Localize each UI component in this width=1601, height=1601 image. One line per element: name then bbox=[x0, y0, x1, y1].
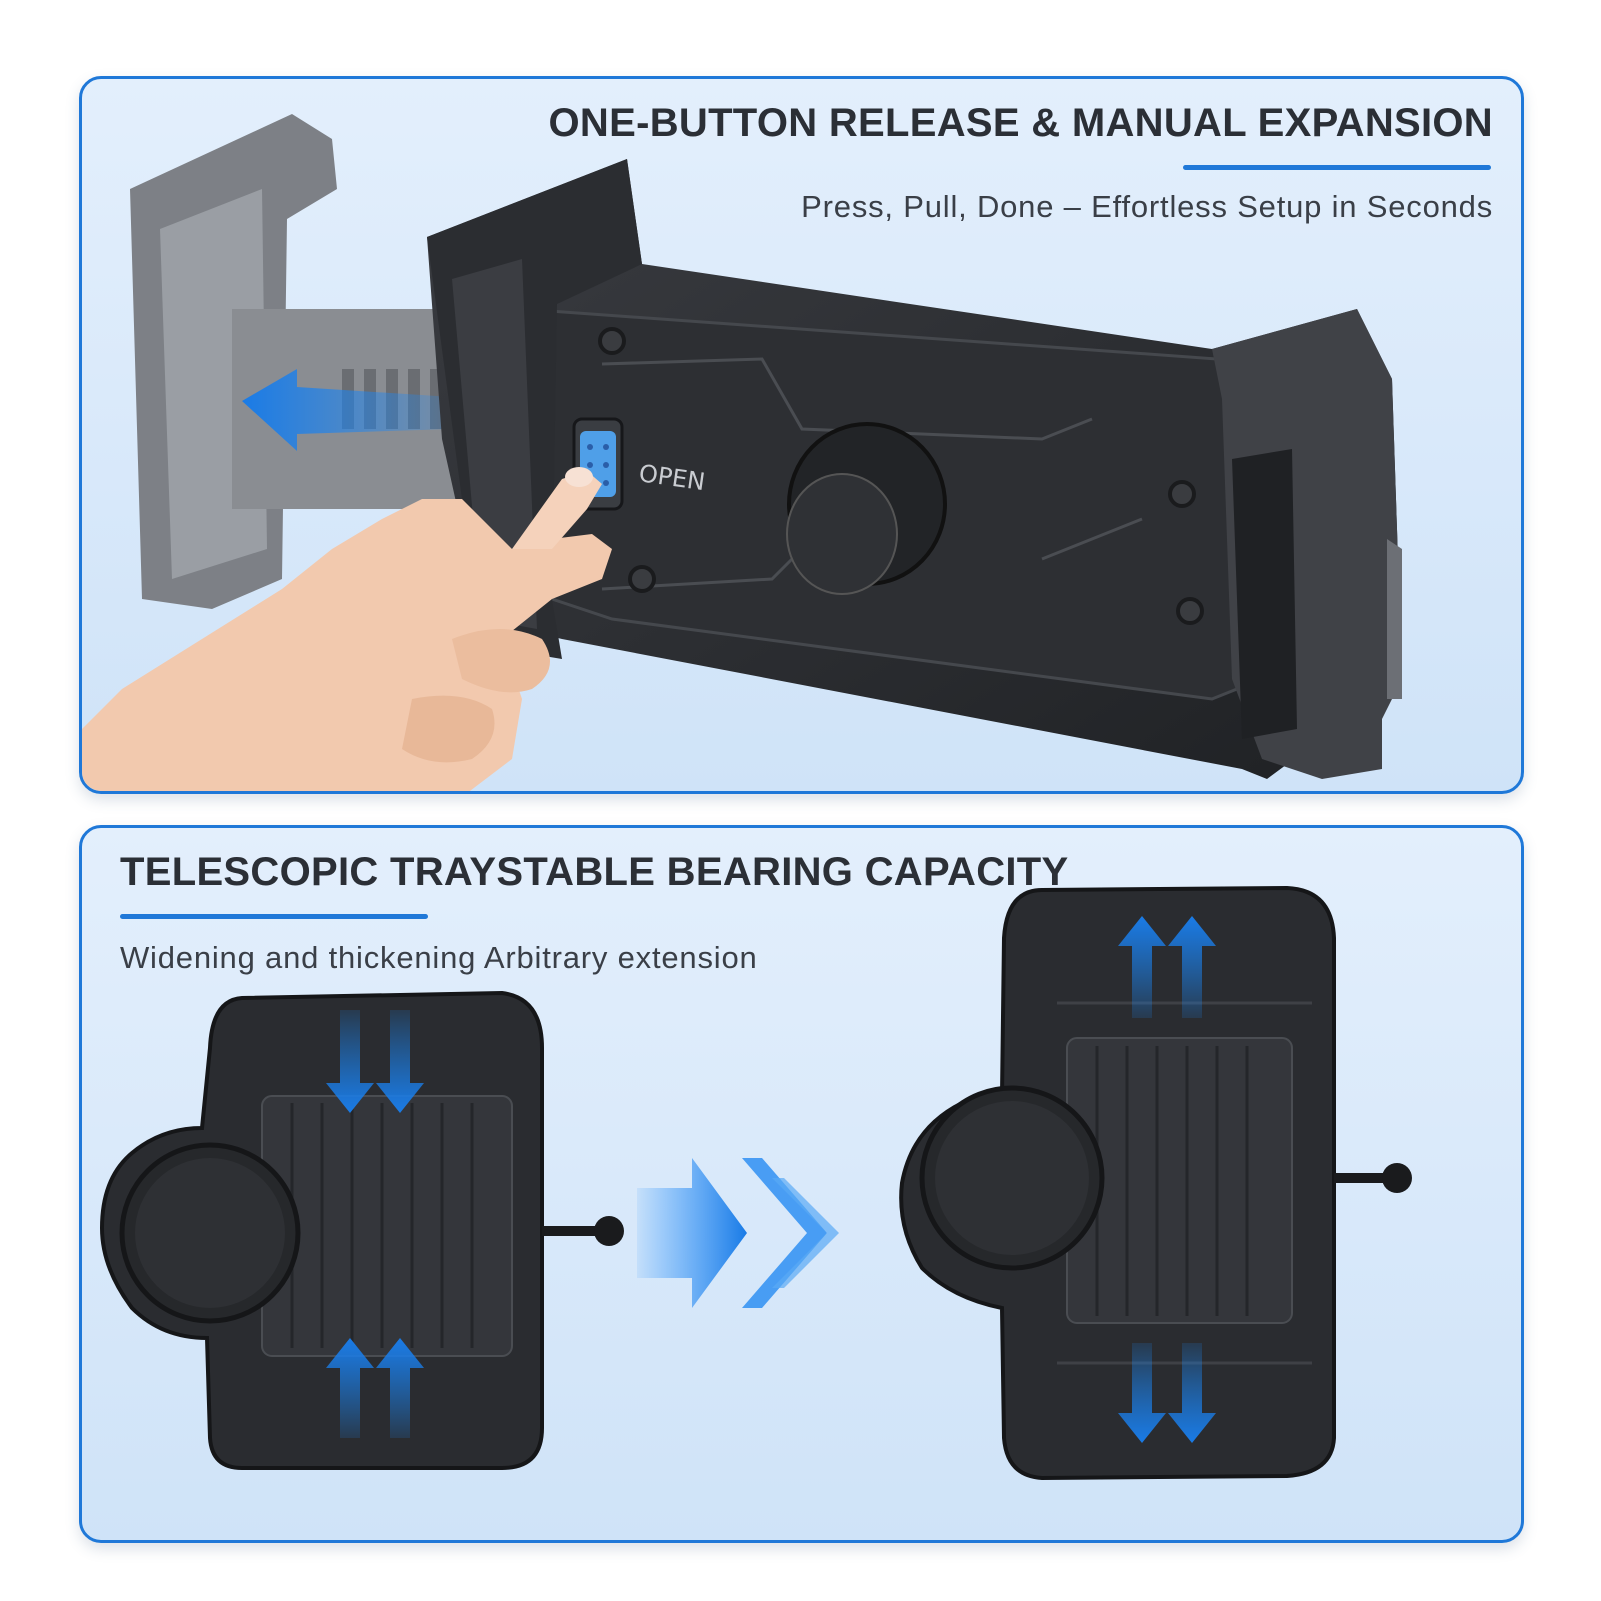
title-underline bbox=[120, 914, 428, 919]
tray-extended bbox=[899, 885, 1412, 1481]
extend-down-arrow-icon bbox=[1168, 1343, 1216, 1443]
hand-pressing-button bbox=[82, 467, 612, 791]
extend-up-arrow-icon bbox=[1118, 916, 1166, 1018]
pull-left-arrow-icon bbox=[242, 369, 452, 451]
feature-panel-tray: TELESCOPIC TRAYSTABLE BEARING CAPACITY W… bbox=[79, 825, 1524, 1543]
panel-bottom-title: TELESCOPIC TRAYSTABLE BEARING CAPACITY bbox=[120, 850, 1069, 894]
title-underline bbox=[1183, 165, 1491, 170]
transition-arrow-icon bbox=[637, 1158, 839, 1308]
tray-illustration bbox=[99, 885, 1412, 1481]
compress-up-arrow-icon bbox=[326, 1338, 374, 1438]
feature-panel-release: OPEN ONE-BUTTON RELEASE & MANUAL EXPANSI… bbox=[79, 76, 1524, 794]
panel-top-title: ONE-BUTTON RELEASE & MANUAL EXPANSION bbox=[548, 101, 1493, 145]
tray-compact bbox=[99, 990, 624, 1470]
extend-down-arrow-icon bbox=[1118, 1343, 1166, 1443]
panel-top-subtitle: Press, Pull, Done – Effortless Setup in … bbox=[801, 189, 1493, 224]
panel-bottom-subtitle: Widening and thickening Arbitrary extens… bbox=[120, 940, 758, 975]
compress-down-arrow-icon bbox=[326, 1010, 374, 1113]
compress-down-arrow-icon bbox=[376, 1010, 424, 1113]
compress-up-arrow-icon bbox=[376, 1338, 424, 1438]
extend-up-arrow-icon bbox=[1168, 916, 1216, 1018]
phone-holder-illustration: OPEN bbox=[82, 114, 1402, 791]
